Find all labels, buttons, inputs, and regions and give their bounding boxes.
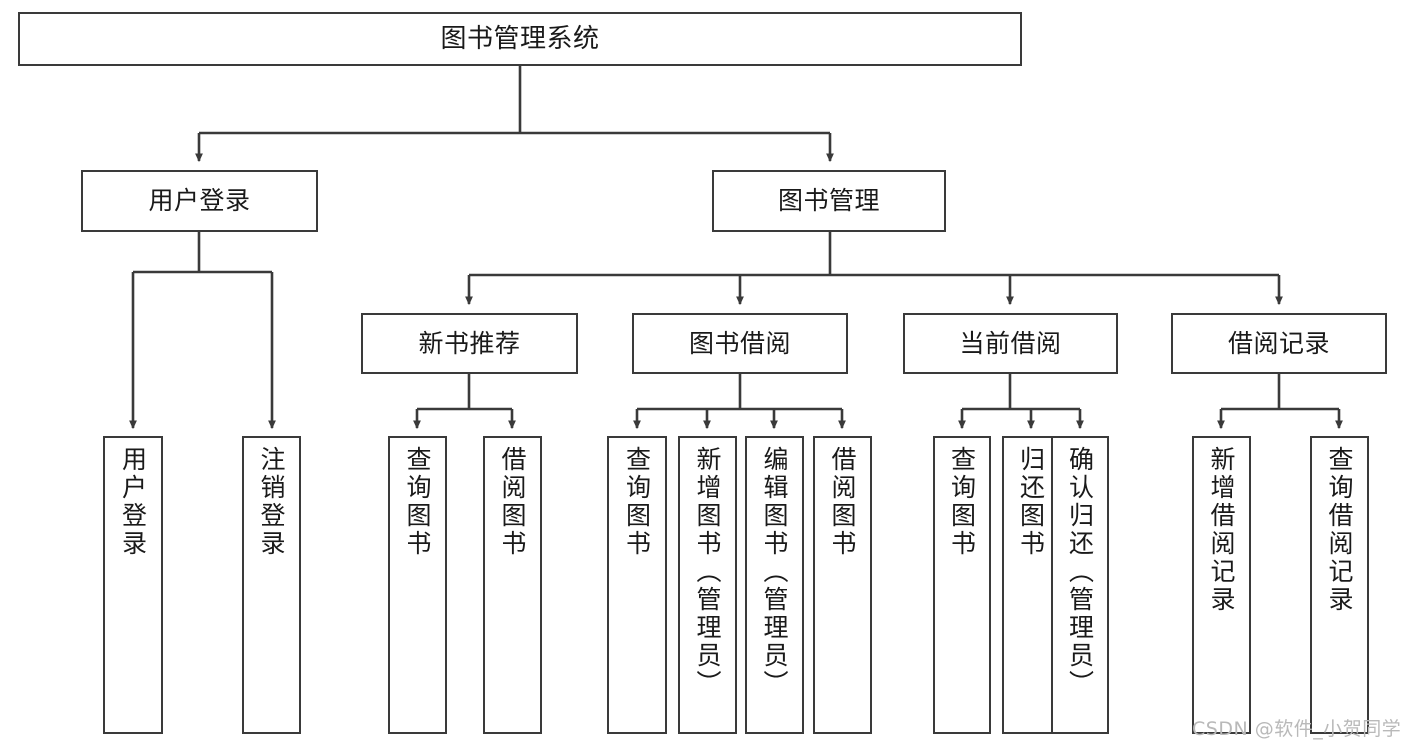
node-leaf-query-book-3[interactable]: 查询图书 bbox=[933, 436, 991, 734]
node-leaf-query-record[interactable]: 查询借阅记录 bbox=[1310, 436, 1369, 734]
node-leaf-query-record-label: 查询借阅记录 bbox=[1325, 446, 1354, 614]
node-leaf-confirm-return[interactable]: 确认归还（管理员） bbox=[1051, 436, 1109, 734]
csdn-watermark: CSDN @软件_小贺同学 bbox=[1192, 714, 1401, 741]
node-leaf-borrow-book-1[interactable]: 借阅图书 bbox=[483, 436, 542, 734]
node-current-borrow[interactable]: 当前借阅 bbox=[903, 313, 1118, 374]
node-user-login[interactable]: 用户登录 bbox=[81, 170, 318, 232]
node-leaf-user-login[interactable]: 用户登录 bbox=[103, 436, 163, 734]
node-borrow-record-label: 借阅记录 bbox=[1227, 328, 1330, 358]
node-leaf-confirm-return-label: 确认归还（管理员） bbox=[1065, 446, 1095, 698]
node-new-book-recommend[interactable]: 新书推荐 bbox=[361, 313, 578, 374]
node-leaf-logout[interactable]: 注销登录 bbox=[242, 436, 301, 734]
node-leaf-add-record-label: 新增借阅记录 bbox=[1207, 446, 1236, 614]
node-leaf-borrow-book-1-label: 借阅图书 bbox=[498, 446, 527, 558]
node-leaf-query-book-1[interactable]: 查询图书 bbox=[388, 436, 447, 734]
node-root[interactable]: 图书管理系统 bbox=[18, 12, 1022, 66]
node-user-login-label: 用户登录 bbox=[148, 186, 251, 216]
node-leaf-add-book-label: 新增图书（管理员） bbox=[693, 446, 722, 698]
node-leaf-edit-book[interactable]: 编辑图书（管理员） bbox=[745, 436, 804, 734]
node-book-borrow[interactable]: 图书借阅 bbox=[632, 313, 848, 374]
node-leaf-return-book-label: 归还图书 bbox=[1016, 446, 1046, 558]
node-new-book-recommend-label: 新书推荐 bbox=[418, 328, 521, 358]
node-current-borrow-label: 当前借阅 bbox=[959, 328, 1062, 358]
node-leaf-borrow-book-2-label: 借阅图书 bbox=[828, 446, 857, 558]
node-book-management-label: 图书管理 bbox=[777, 186, 880, 216]
csdn-watermark-text: CSDN @软件_小贺同学 bbox=[1192, 718, 1402, 740]
node-book-management[interactable]: 图书管理 bbox=[712, 170, 946, 232]
node-leaf-query-book-3-label: 查询图书 bbox=[947, 446, 977, 558]
node-leaf-query-book-1-label: 查询图书 bbox=[403, 446, 432, 558]
node-leaf-edit-book-label: 编辑图书（管理员） bbox=[760, 446, 789, 698]
node-root-label: 图书管理系统 bbox=[440, 23, 600, 54]
node-leaf-borrow-book-2[interactable]: 借阅图书 bbox=[813, 436, 872, 734]
node-leaf-user-login-label: 用户登录 bbox=[118, 446, 148, 558]
node-leaf-add-record[interactable]: 新增借阅记录 bbox=[1192, 436, 1251, 734]
node-leaf-logout-label: 注销登录 bbox=[257, 446, 286, 558]
node-leaf-query-book-2-label: 查询图书 bbox=[622, 446, 652, 558]
node-book-borrow-label: 图书借阅 bbox=[688, 328, 791, 358]
node-borrow-record[interactable]: 借阅记录 bbox=[1171, 313, 1387, 374]
node-leaf-query-book-2[interactable]: 查询图书 bbox=[607, 436, 667, 734]
node-leaf-add-book[interactable]: 新增图书（管理员） bbox=[678, 436, 737, 734]
